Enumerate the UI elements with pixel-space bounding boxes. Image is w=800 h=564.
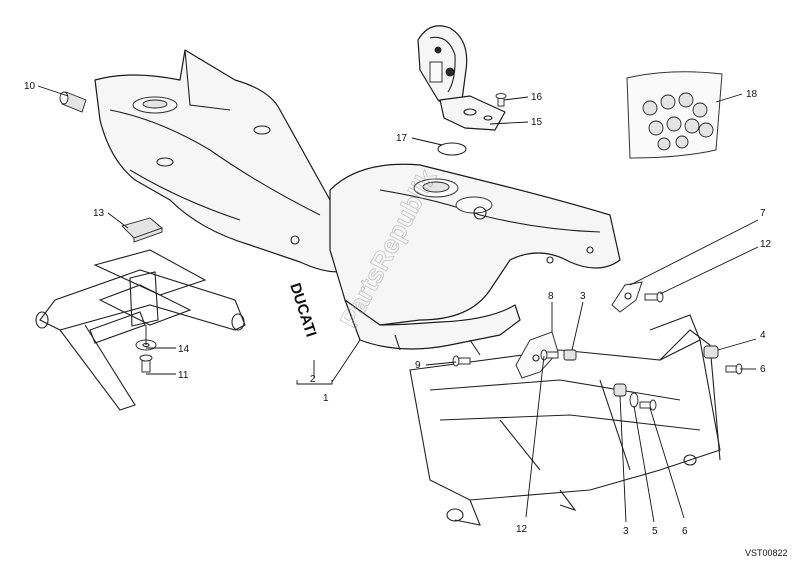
spacer-3-upper xyxy=(563,349,577,361)
leader-lines xyxy=(37,85,759,523)
callout-10: 10 xyxy=(24,81,36,92)
screw-12-upper xyxy=(644,291,664,303)
drawing-code: VST00822 xyxy=(745,548,788,558)
spacer-3-lower xyxy=(613,383,627,397)
main-frame xyxy=(409,314,721,526)
screw-kit-bag-18 xyxy=(626,71,723,159)
callout-15: 15 xyxy=(531,117,543,128)
screw-9 xyxy=(452,355,471,367)
rubber-mount-4 xyxy=(703,345,719,359)
washer-5 xyxy=(629,392,639,408)
callout-3-lower: 3 xyxy=(623,526,629,537)
callout-17: 17 xyxy=(396,133,408,144)
callout-6-lower: 6 xyxy=(682,526,688,537)
callout-4: 4 xyxy=(760,330,766,341)
callout-6-upper: 6 xyxy=(760,364,766,375)
screw-12-lower xyxy=(540,349,559,361)
callout-16: 16 xyxy=(531,92,543,103)
screw-6-upper xyxy=(725,363,743,375)
callout-12-lower: 12 xyxy=(516,524,528,535)
callout-labels: 10 13 14 11 2 1 17 16 15 18 7 12 8 3 9 4… xyxy=(24,81,772,537)
callout-5: 5 xyxy=(652,526,658,537)
o-ring-17 xyxy=(437,142,467,156)
callout-7: 7 xyxy=(760,208,766,219)
callout-9: 9 xyxy=(415,360,421,371)
screw-6-lower xyxy=(639,399,657,411)
rubber-pad-13 xyxy=(121,217,163,243)
fuel-tank-front xyxy=(329,163,621,356)
callout-18: 18 xyxy=(746,89,758,100)
callout-2: 2 xyxy=(310,374,316,385)
rear-subframe xyxy=(35,249,246,411)
rear-tank-shell xyxy=(94,49,356,273)
callout-11: 11 xyxy=(178,370,189,381)
callout-14: 14 xyxy=(178,344,190,355)
callout-3-upper: 3 xyxy=(580,291,586,302)
fuel-pump-unit xyxy=(417,25,506,131)
screw-11 xyxy=(139,354,153,373)
bracket-7 xyxy=(611,281,643,313)
callout-13: 13 xyxy=(93,208,105,219)
callout-1: 1 xyxy=(323,393,329,404)
screw-16 xyxy=(495,93,507,107)
callout-8: 8 xyxy=(548,291,554,302)
callout-12-upper: 12 xyxy=(760,239,772,250)
ducati-decal: DUCATI xyxy=(286,281,319,339)
